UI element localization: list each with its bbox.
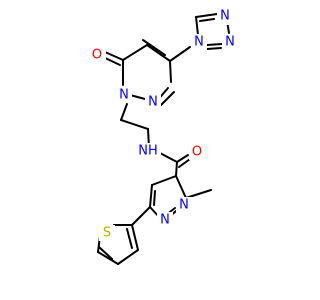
bond [195, 13, 218, 18]
bond [122, 44, 148, 61]
bond [120, 119, 149, 130]
bond [117, 249, 139, 265]
chemical-structure-diagram: O N N N N N NH O [90, 8, 238, 265]
atom-n-triazole-4: N [217, 9, 233, 25]
atom-n-pyrazole-1: N [176, 197, 192, 213]
atom-n-pyridazine-1: N [116, 86, 132, 103]
bond [146, 44, 171, 62]
bond [126, 228, 133, 249]
bond [151, 175, 177, 186]
bond [178, 158, 191, 168]
atom-n-triazole-1: N [191, 34, 207, 50]
atom-n-pyridazine-2: N [145, 94, 161, 110]
atom-label-o: O [192, 145, 202, 160]
bond [160, 91, 175, 106]
bond [206, 43, 223, 46]
bond [175, 175, 187, 199]
atom-label-nh: NH [138, 144, 158, 159]
atom-o-pyridazinone: O [90, 47, 106, 63]
bond [104, 51, 124, 61]
atom-n-pyrazole-2: N [157, 212, 173, 228]
atom-label-n: N [194, 35, 204, 50]
atom-label-n: N [225, 35, 235, 50]
bond [149, 184, 153, 208]
bond [142, 39, 166, 56]
bond [176, 154, 189, 163]
bond [157, 151, 178, 163]
atom-label-s: S [103, 226, 111, 241]
bond [169, 60, 172, 83]
atom-s-thiophene: S [99, 225, 115, 241]
atom-label-n: N [160, 213, 170, 228]
atom-o-amide: O [189, 144, 205, 160]
atom-label-n: N [179, 198, 189, 213]
bond [199, 18, 215, 22]
bond [97, 251, 119, 265]
bond [131, 224, 139, 251]
atom-label-n: N [220, 9, 230, 24]
bond [98, 246, 113, 260]
atom-label-n: N [148, 95, 158, 110]
bond [153, 190, 156, 206]
bond [195, 16, 199, 36]
bond [129, 94, 146, 100]
atom-label-n: N [119, 88, 129, 103]
bond [131, 206, 151, 226]
bond [169, 46, 191, 62]
atom-n-triazole-2: N [222, 34, 238, 50]
bond [120, 103, 128, 121]
atom-label-layer: O N N N N N NH O [90, 9, 238, 241]
atom-nh-amide: NH [135, 143, 161, 159]
bond [206, 47, 222, 50]
atom-label-o: O [92, 48, 102, 63]
bond [185, 189, 212, 199]
bond [175, 161, 178, 177]
